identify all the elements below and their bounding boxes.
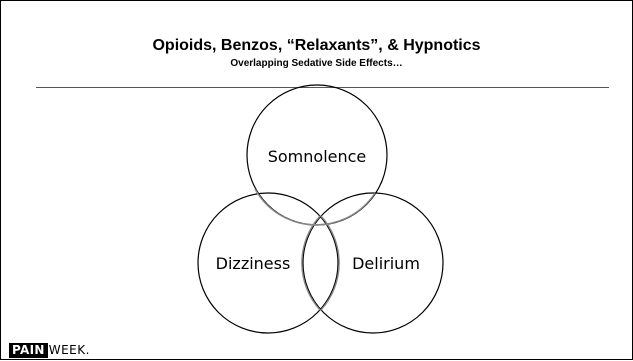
dizziness-circle (197, 192, 339, 334)
slide-subtitle: Overlapping Sedative Side Effects… (230, 58, 403, 69)
dizziness-label: Dizziness (216, 254, 291, 273)
logo-week-text: WEEK. (48, 343, 90, 357)
overlap-arc-somnolence-delirium (305, 192, 376, 226)
slide-title: Opioids, Benzos, “Relaxants”, & Hypnotic… (152, 37, 481, 54)
overlap-arc-dizziness-delirium (301, 215, 321, 311)
somnolence-label: Somnolence (268, 147, 367, 166)
divider-line (36, 87, 609, 88)
overlap-arc-delirium-dizziness (320, 215, 340, 311)
logo-pain-text: PAIN (9, 343, 48, 358)
delirium-circle (302, 192, 444, 334)
delirium-label: Delirium (352, 254, 420, 273)
